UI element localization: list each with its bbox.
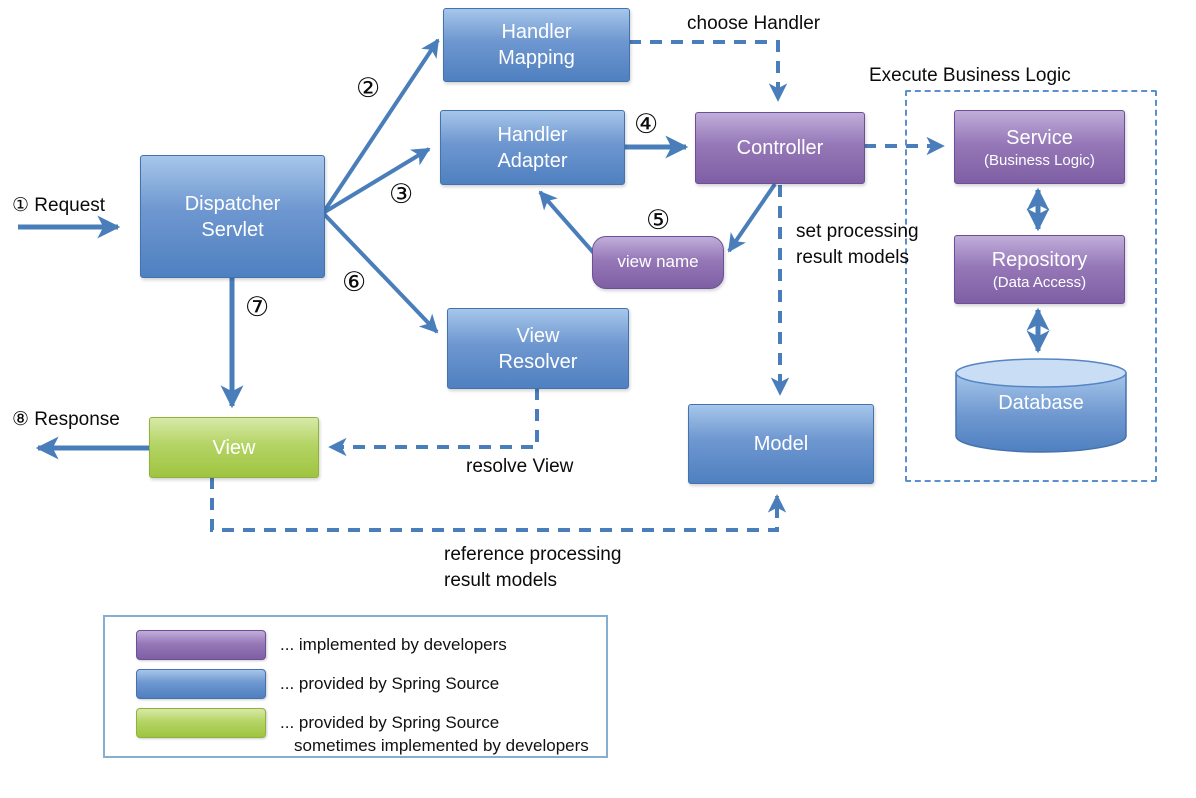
legend-item-line2: sometimes implemented by developers — [294, 735, 589, 755]
node-label: Repository — [991, 249, 1088, 271]
arrow-reference-models — [210, 477, 787, 532]
node-label: View — [212, 436, 256, 459]
legend: ... implemented by developers ... provid… — [103, 615, 608, 758]
database-cylinder-icon — [955, 358, 1127, 453]
node-label: Handler — [501, 21, 572, 43]
arrow-controller-to-view-name — [727, 182, 777, 253]
reference-models-label: reference processing result models — [444, 542, 621, 594]
step-5-badge: ⑤ — [646, 205, 671, 236]
arrow-dispatcher-to-handler-mapping — [321, 38, 440, 215]
node-controller: Controller — [695, 112, 865, 184]
step-2-badge: ② — [356, 73, 381, 104]
node-label: Mapping — [498, 47, 575, 69]
step-3-badge: ③ — [389, 179, 414, 210]
set-processing-line1: set processing — [796, 221, 919, 242]
legend-item-provided-sometimes-implemented: ... provided by Spring Source sometimes … — [136, 708, 606, 758]
execute-business-logic-label: Execute Business Logic — [869, 65, 1071, 86]
reference-line1: reference processing — [444, 544, 622, 565]
business-logic-container — [905, 90, 1157, 482]
node-label: view name — [617, 252, 699, 272]
arrow-view-name-to-adapter — [538, 190, 601, 261]
node-database: Database — [955, 358, 1127, 454]
node-label: Database — [998, 392, 1084, 414]
arrow-choose-handler — [629, 40, 788, 102]
node-label: Handler — [497, 123, 568, 146]
node-label: Adapter — [497, 149, 568, 172]
legend-item-label: ... provided by Spring Source — [280, 674, 500, 693]
legend-item-implemented-by-developers: ... implemented by developers — [136, 630, 606, 660]
node-label: Service — [1006, 126, 1073, 149]
legend-item-provided-by-spring: ... provided by Spring Source — [136, 669, 606, 699]
node-label: Dispatcher — [184, 192, 281, 215]
node-label: Servlet — [201, 218, 264, 241]
reference-line2: result models — [444, 570, 557, 592]
arrow-resolve-view — [328, 388, 539, 457]
legend-item-label: ... implemented by developers — [280, 635, 507, 654]
purple-swatch-icon — [136, 630, 266, 660]
node-sublabel: (Business Logic) — [984, 151, 1095, 169]
set-processing-line2: result models — [796, 247, 909, 269]
node-label: View — [516, 324, 560, 347]
arrow-dispatcher-to-view-resolver — [321, 211, 439, 334]
node-dispatcher-servlet: Dispatcher Servlet — [140, 155, 325, 278]
node-view-name: view name — [592, 236, 724, 289]
set-processing-label: set processing result models — [796, 219, 919, 271]
node-view: View — [149, 417, 319, 478]
node-label: Controller — [736, 137, 824, 159]
resolve-view-label: resolve View — [466, 456, 574, 477]
legend-item-line1: ... provided by Spring Source — [280, 713, 500, 732]
node-repository: Repository (Data Access) — [954, 235, 1125, 304]
node-handler-adapter: Handler Adapter — [440, 110, 625, 185]
green-swatch-icon — [136, 708, 266, 738]
node-label: Resolver — [498, 350, 578, 373]
node-model: Model — [688, 404, 874, 484]
step-4-badge: ④ — [634, 109, 659, 140]
request-label: ① Request — [12, 195, 106, 216]
node-handler-mapping: Handler Mapping — [443, 8, 630, 82]
arrow-dispatcher-to-handler-adapter — [321, 147, 431, 215]
node-view-resolver: View Resolver — [447, 308, 629, 389]
legend-item-label: ... provided by Spring Source sometimes … — [280, 708, 589, 758]
choose-handler-label: choose Handler — [687, 13, 821, 34]
response-label: ⑧ Response — [12, 409, 120, 430]
blue-swatch-icon — [136, 669, 266, 699]
step-6-badge: ⑥ — [342, 267, 367, 298]
node-label: Model — [753, 433, 809, 455]
node-service: Service (Business Logic) — [954, 110, 1125, 184]
step-7-badge: ⑦ — [245, 292, 270, 323]
node-sublabel: (Data Access) — [992, 274, 1087, 291]
